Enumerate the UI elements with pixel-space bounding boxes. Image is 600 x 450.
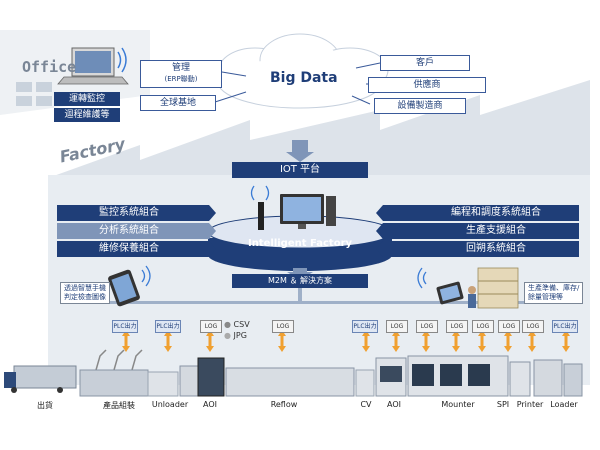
- truck-icon: [4, 365, 77, 393]
- core-label: Intelligent Factory: [247, 238, 353, 249]
- computer-icon: [250, 185, 336, 230]
- cloud-item-suppliers: 供應商: [368, 77, 486, 93]
- m2m-bar: M2M ＆ 解決方案: [232, 274, 368, 288]
- office-item-maintenance: 迴程維護等: [54, 108, 120, 122]
- log-tag: LOG: [446, 320, 468, 333]
- station-aoi-2: AOI: [387, 400, 401, 409]
- station-unloader: Unloader: [151, 400, 189, 409]
- office-item-monitoring: 運轉監控: [54, 92, 120, 106]
- log-tag: LOG: [416, 320, 438, 333]
- cloud-item-customers: 客戶: [380, 55, 470, 71]
- phone-note: 透過智慧手機 判定檢查圖像: [60, 282, 110, 304]
- log-tag: LOG: [272, 320, 294, 333]
- station-assembly: 產品組裝: [103, 401, 135, 410]
- cloud-item-global-bases: 全球基地: [140, 95, 216, 111]
- station-aoi-1: AOI: [203, 400, 217, 409]
- plc-tag: PLC出力: [155, 320, 181, 333]
- log-tag: LOG: [200, 320, 222, 333]
- station-printer: Printer: [516, 400, 544, 409]
- left-system-maintenance: 維修保養組合: [57, 241, 209, 257]
- plc-tag: PLC出力: [352, 320, 378, 333]
- plc-tag: PLC出力: [552, 320, 578, 333]
- robot-arms-icon: [95, 349, 143, 371]
- log-format-jpg: ● JPG: [224, 331, 247, 340]
- station-shipping: 出貨: [37, 401, 53, 410]
- station-cv: CV: [360, 400, 372, 409]
- iot-platform-bar: IOT 平台: [232, 162, 368, 178]
- station-reflow: Reflow: [270, 400, 298, 409]
- storage-shelf: [468, 267, 519, 309]
- cloud-item-management: 管理 (ERP聯動): [140, 60, 222, 88]
- cloud-title: Big Data: [270, 70, 338, 86]
- right-system-traceability: 回朔系統組合: [383, 241, 579, 257]
- iot-up-arrow: [286, 140, 314, 162]
- log-format-csv: ● CSV: [224, 320, 250, 329]
- log-tag: LOG: [498, 320, 520, 333]
- plc-tag: PLC出力: [112, 320, 138, 333]
- data-arrows: [122, 330, 570, 352]
- log-tag: LOG: [522, 320, 544, 333]
- log-tag: LOG: [472, 320, 494, 333]
- data-bus: [88, 301, 580, 304]
- right-system-scheduling: 編程和調度系統組合: [383, 205, 579, 221]
- office-grid: [16, 82, 52, 106]
- laptop-icon: [57, 47, 129, 85]
- left-system-analysis: 分析系統組合: [57, 223, 209, 239]
- office-title: Office: [22, 58, 77, 76]
- tablet-note: 生產準備、庫存/ 餘量管理等: [524, 282, 584, 304]
- station-spi: SPI: [496, 400, 510, 409]
- right-system-production-support: 生產支援組合: [383, 223, 579, 239]
- production-line: [79, 355, 583, 397]
- station-mounter: Mounter: [441, 400, 475, 409]
- station-loader: Loader: [550, 400, 578, 409]
- log-tag: LOG: [386, 320, 408, 333]
- cloud-item-equipment-makers: 設備製造商: [374, 98, 466, 114]
- tablet-icon: [417, 267, 464, 305]
- smartphone-icon: [108, 265, 151, 307]
- left-system-monitoring: 監控系統組合: [57, 205, 209, 221]
